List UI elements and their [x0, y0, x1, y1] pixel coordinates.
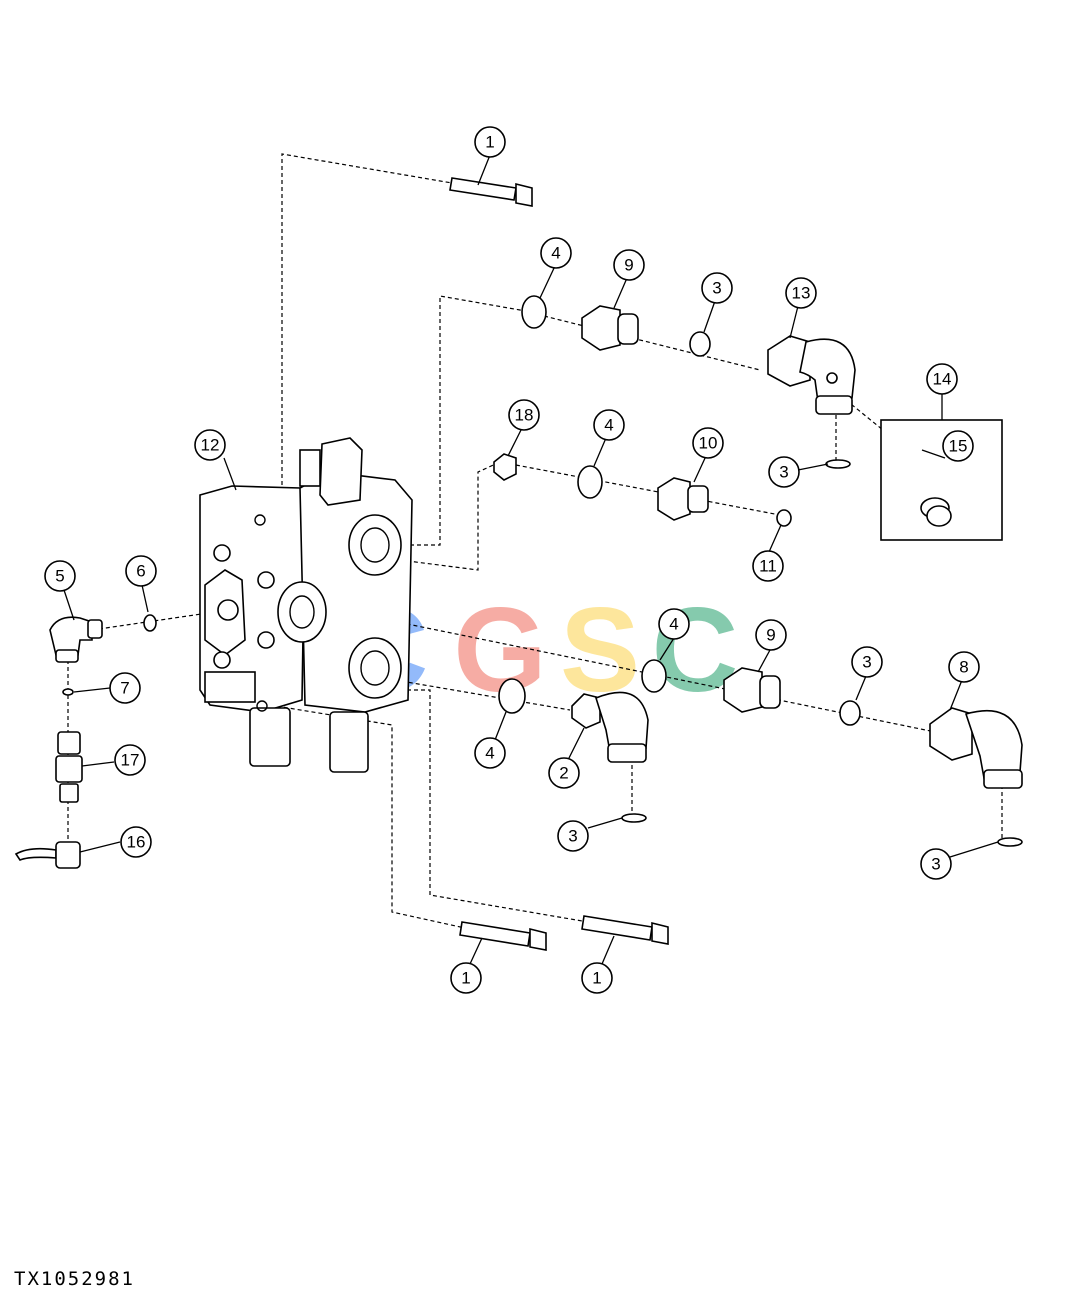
o-ring-3-top: [689, 331, 711, 357]
callout-3-elbow13: 3: [768, 456, 800, 488]
o-ring-4-top: [521, 295, 547, 329]
callout-label: 5: [55, 567, 64, 586]
callout-label: 14: [933, 370, 952, 389]
callout-label: 1: [592, 969, 601, 988]
o-ring-11: [776, 509, 792, 527]
elbow-8: [929, 707, 1023, 789]
callout-label: 17: [121, 751, 140, 770]
dust-cap-16: [14, 841, 81, 869]
callout-13: 13: [785, 277, 817, 309]
callout-4-right: 4: [658, 608, 690, 640]
adapter-9-right: [723, 667, 781, 713]
elbow-13: [767, 335, 856, 415]
callout-label: 6: [136, 562, 145, 581]
leader-lines: [63, 154, 999, 965]
o-ring-6: [143, 614, 157, 632]
callout-label: 15: [949, 437, 968, 456]
callout-10: 10: [692, 427, 724, 459]
callout-3-top: 3: [701, 272, 733, 304]
coupler-17: [55, 731, 83, 803]
callout-4-lower: 4: [474, 737, 506, 769]
callout-3-elbow2: 3: [557, 820, 589, 852]
callout-14: 14: [926, 363, 958, 395]
callout-label: 2: [559, 764, 568, 783]
callout-11: 11: [752, 550, 784, 582]
callout-label: 7: [120, 679, 129, 698]
o-ring-3-elbow13: [825, 459, 851, 469]
o-ring-3-elbow8: [997, 837, 1023, 847]
o-ring-4-lower: [498, 678, 526, 714]
plug-18: [493, 453, 517, 481]
callout-label: 1: [461, 969, 470, 988]
callout-label: 18: [515, 406, 534, 425]
callout-7: 7: [109, 672, 141, 704]
adapter-10: [657, 477, 709, 521]
control-valve-body: [199, 437, 413, 773]
elbow-5: [49, 616, 103, 663]
callout-label: 3: [779, 463, 788, 482]
callout-label: 1: [485, 133, 494, 152]
o-ring-4-right: [641, 659, 667, 693]
callout-label: 9: [766, 626, 775, 645]
o-ring-3-elbow2: [621, 813, 647, 823]
callout-1-top: 1: [474, 126, 506, 158]
callout-label: 3: [862, 653, 871, 672]
callout-6: 6: [125, 555, 157, 587]
callout-4-top: 4: [540, 237, 572, 269]
callout-9-top: 9: [613, 249, 645, 281]
callout-9-right: 9: [755, 619, 787, 651]
bolt-bottom-left: [459, 921, 547, 951]
callout-label: 13: [792, 284, 811, 303]
callouts: 1 4 9 3 13 14 15 18 4 10 3 11 12 5 6 7 1…: [44, 126, 980, 994]
callout-18: 18: [508, 399, 540, 431]
o-ring-3-right: [839, 700, 861, 726]
callout-15: 15: [942, 430, 974, 462]
figure-id: TX1052981: [14, 1268, 135, 1290]
o-ring-4-mid: [577, 465, 603, 499]
bolt-bottom-right: [581, 915, 669, 945]
callout-label: 4: [604, 416, 613, 435]
callout-12: 12: [194, 429, 226, 461]
elbow-2: [571, 691, 649, 763]
callout-1-bottom-right: 1: [581, 962, 613, 994]
callout-8: 8: [948, 651, 980, 683]
callout-label: 4: [551, 244, 560, 263]
adapter-9-top: [581, 305, 639, 351]
callout-1-bottom-left: 1: [450, 962, 482, 994]
callout-label: 3: [931, 855, 940, 874]
callout-label: 3: [712, 279, 721, 298]
callout-2: 2: [548, 757, 580, 789]
plug-15: [920, 497, 952, 527]
bolt-top: [449, 177, 533, 207]
o-ring-7: [62, 688, 74, 696]
callout-label: 12: [201, 436, 220, 455]
callout-label: 8: [959, 658, 968, 677]
callout-16: 16: [120, 826, 152, 858]
callout-17: 17: [114, 744, 146, 776]
callout-label: 10: [699, 434, 718, 453]
callout-3-elbow8: 3: [920, 848, 952, 880]
callout-label: 4: [669, 615, 678, 634]
callout-label: 3: [568, 827, 577, 846]
callout-4-mid: 4: [593, 409, 625, 441]
callout-label: 9: [624, 256, 633, 275]
callout-label: 11: [759, 557, 777, 576]
callout-5: 5: [44, 560, 76, 592]
callout-label: 4: [485, 744, 494, 763]
callout-3-right: 3: [851, 646, 883, 678]
callout-label: 16: [127, 833, 146, 852]
